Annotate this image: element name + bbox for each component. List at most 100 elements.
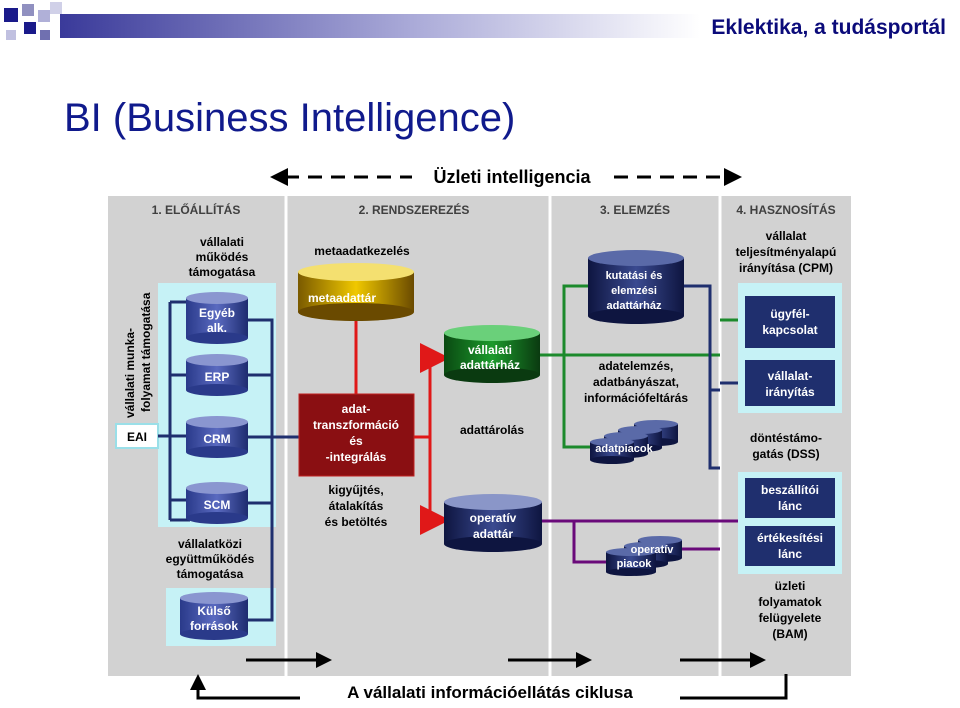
column-header: 3. ELEMZÉS — [600, 202, 670, 217]
datamarts-stack: adatpiacok — [590, 420, 678, 464]
svg-text:metaadattár: metaadattár — [308, 291, 376, 305]
column-header: 4. HASZNOSÍTÁS — [736, 202, 835, 217]
cylinder-research: kutatási és elemzési adattárház — [588, 250, 684, 324]
eai-box — [115, 423, 159, 449]
svg-text:irányítás: irányítás — [765, 385, 815, 399]
op-marts-label: operatív — [631, 544, 675, 556]
column-header: 1. ELŐÁLLÍTÁS — [152, 202, 241, 217]
ods-to-opmart-link — [572, 521, 606, 564]
cylinder-scm: SCM — [186, 482, 248, 524]
cylinder-egyeb: Egyéb alk. — [186, 292, 248, 344]
svg-text:Egyéb: Egyéb — [199, 306, 235, 320]
mgmt-usage-box — [745, 360, 835, 406]
etl-caption: kigyűjtés, — [328, 483, 383, 497]
cpm-label: vállalat — [766, 229, 807, 243]
col1-bottom-line: együttműködés — [166, 552, 255, 566]
svg-text:operatív: operatív — [470, 511, 517, 525]
svg-text:lánc: lánc — [778, 499, 802, 513]
storage-label: adattárolás — [460, 423, 524, 437]
cylinder-metaadattar: metaadattár — [298, 263, 414, 321]
svg-text:adattárház: adattárház — [460, 358, 520, 372]
etl-caption: átalakítás — [329, 499, 384, 513]
flow-arrow-head — [576, 652, 592, 668]
source-link — [248, 318, 274, 622]
research-to-usage-link — [684, 284, 720, 470]
dss-label: gatás (DSS) — [752, 447, 819, 461]
top-arrow-right-head — [724, 168, 742, 186]
etl-to-dw-link — [414, 343, 450, 439]
crm-usage-box — [745, 296, 835, 348]
logo-square — [4, 8, 18, 22]
col1-side-label: vállalati munka- — [123, 328, 137, 418]
cylinder-ods: operatív adattár — [444, 494, 542, 552]
svg-text:elemzési: elemzési — [611, 285, 657, 297]
logo-square — [6, 30, 16, 40]
svg-text:ügyfél-: ügyfél- — [770, 307, 809, 321]
etl-box — [298, 393, 415, 477]
cylinder-crm: CRM — [186, 416, 248, 458]
dss-label: döntéstámo- — [750, 431, 822, 445]
svg-text:kapcsolat: kapcsolat — [762, 323, 817, 337]
svg-text:-integrálás: -integrálás — [326, 450, 387, 464]
svg-text:adat-: adat- — [342, 402, 371, 416]
col1-header-line: vállalati — [200, 235, 244, 249]
svg-text:transzformáció: transzformáció — [313, 418, 399, 432]
datamarts-label: adatpiacok — [595, 443, 653, 455]
svg-text:Külső: Külső — [197, 604, 230, 618]
logo-square — [40, 30, 50, 40]
column-header: 2. RENDSZEREZÉS — [359, 202, 470, 217]
col1-bottom-line: vállalatközi — [178, 537, 242, 551]
cycle-label-bg — [300, 682, 680, 704]
cylinder-kulso: Külső források — [180, 592, 248, 640]
page-title: BI (Business Intelligence) — [64, 96, 516, 140]
brand-title: Eklektika, a tudásportál — [711, 16, 946, 39]
sales-box — [745, 526, 835, 566]
operative-marts-stack: operatív piacok — [606, 536, 682, 576]
supply-box — [745, 478, 835, 518]
header-gradient-bar — [60, 14, 700, 38]
svg-text:adattárház: adattárház — [606, 300, 662, 312]
col1-side-label: folyamat támogatása — [139, 292, 153, 412]
logo-square — [38, 10, 50, 22]
cycle-arrow-head — [190, 674, 206, 690]
bam-label: felügyelete — [759, 611, 822, 625]
svg-text:források: források — [190, 619, 238, 633]
etl-to-ods-link — [420, 437, 450, 535]
logo-square — [24, 22, 36, 34]
svg-text:adattár: adattár — [473, 527, 513, 541]
svg-text:SCM: SCM — [204, 498, 231, 512]
meta-heading: metaadatkezelés — [314, 244, 410, 258]
svg-text:vállalati: vállalati — [468, 343, 512, 357]
top-arrow-left-head — [270, 168, 288, 186]
svg-text:kutatási és: kutatási és — [606, 270, 663, 282]
flow-arrow-head — [750, 652, 766, 668]
svg-text:beszállítói: beszállítói — [761, 483, 819, 497]
bam-label: folyamatok — [758, 595, 822, 609]
etl-caption: és betöltés — [325, 515, 388, 529]
logo-square — [50, 2, 62, 14]
svg-text:CRM: CRM — [203, 432, 230, 446]
eai-label: EAI — [127, 430, 147, 444]
svg-text:értékesítési: értékesítési — [757, 531, 823, 545]
cycle-label: A vállalati információellátás ciklusa — [347, 683, 633, 702]
svg-text:és: és — [349, 434, 363, 448]
analysis-label: adatelemzés, — [599, 359, 674, 373]
col1-header-line: támogatása — [189, 265, 256, 279]
logo-square — [22, 4, 34, 16]
col1-bottom-line: támogatása — [177, 567, 244, 581]
analysis-label: információfeltárás — [584, 391, 688, 405]
col1-header-line: működés — [196, 250, 249, 264]
header-decoration — [4, 2, 700, 40]
bam-label: (BAM) — [772, 627, 807, 641]
svg-text:vállalat-: vállalat- — [768, 369, 813, 383]
bam-label: üzleti — [775, 579, 806, 593]
svg-text:alk.: alk. — [207, 321, 227, 335]
dw-to-datamart-link — [562, 355, 590, 449]
cpm-label: irányítása (CPM) — [739, 261, 833, 275]
op-marts-label: piacok — [617, 558, 653, 570]
flow-arrow-head — [316, 652, 332, 668]
analysis-label: adatbányászat, — [593, 375, 679, 389]
top-arrow-label: Üzleti intelligencia — [433, 167, 591, 187]
svg-text:lánc: lánc — [778, 547, 802, 561]
